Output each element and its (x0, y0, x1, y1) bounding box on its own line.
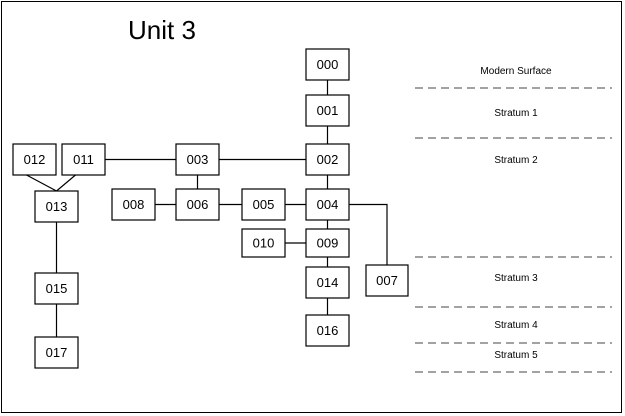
unit-box-005: 005 (241, 188, 286, 221)
unit-box-outline (305, 94, 350, 127)
connector-004-007 (349, 203, 388, 265)
stratum-label-1: Modern Surface (480, 66, 552, 77)
stratum-label-2: Stratum 1 (494, 108, 538, 119)
unit-box-003: 003 (175, 143, 220, 176)
unit-boxes: 000 001 002 003 004 005 006 007 008 009 010 011 012 0… (12, 48, 409, 369)
unit-box-outline (175, 188, 220, 221)
unit-box-001: 001 (305, 94, 350, 127)
unit-label: 000 (317, 57, 339, 72)
unit-box-outline (12, 143, 57, 176)
stratum-label-5: Stratum 4 (494, 320, 538, 331)
unit-label: 013 (46, 199, 68, 214)
unit-box-002: 002 (305, 143, 350, 176)
unit-label: 010 (253, 236, 275, 251)
stratum-label-3: Stratum 2 (494, 155, 538, 166)
unit-box-outline (365, 264, 409, 297)
unit-label: 005 (253, 197, 275, 212)
unit-box-011: 011 (61, 143, 106, 176)
unit-label: 016 (317, 323, 339, 338)
unit-box-010: 010 (241, 228, 286, 258)
unit-box-008: 008 (111, 188, 156, 221)
unit-box-016: 016 (305, 314, 350, 347)
unit-label: 014 (317, 275, 339, 290)
unit-label: 007 (376, 273, 398, 288)
unit-box-outline (61, 143, 106, 176)
unit-box-outline (305, 266, 350, 299)
unit-label: 011 (73, 152, 94, 167)
stratum-label-6: Stratum 5 (494, 350, 538, 361)
unit-box-009: 009 (305, 228, 350, 258)
unit-box-outline (175, 143, 220, 176)
unit-box-015: 015 (34, 272, 79, 305)
unit-label: 004 (317, 197, 339, 212)
connector-012-013 (26, 174, 57, 192)
unit-box-013: 013 (34, 190, 79, 223)
unit-box-outline (111, 188, 156, 221)
unit-box-012: 012 (12, 143, 57, 176)
unit-box-outline (305, 314, 350, 347)
unit-box-017: 017 (34, 336, 79, 369)
unit-box-outline (34, 190, 79, 223)
unit-box-outline (241, 188, 286, 221)
unit-box-outline (305, 188, 350, 221)
unit-box-outline (241, 228, 286, 258)
unit-box-outline (305, 143, 350, 176)
unit-label: 009 (317, 236, 339, 251)
unit-box-006: 006 (175, 188, 220, 221)
unit-label: 001 (317, 103, 339, 118)
unit-box-outline (34, 336, 79, 369)
unit-label: 003 (187, 152, 209, 167)
connector-011-013 (56, 174, 76, 192)
stratum-dividers (415, 87, 612, 373)
connector-lines (26, 80, 388, 337)
unit-box-outline (305, 228, 350, 258)
unit-label: 008 (123, 197, 145, 212)
unit-box-007: 007 (365, 264, 409, 297)
unit-box-outline (34, 272, 79, 305)
unit-box-outline (305, 48, 350, 81)
unit-box-004: 004 (305, 188, 350, 221)
stratum-label-4: Stratum 3 (494, 273, 538, 284)
diagram-title: Unit 3 (128, 15, 196, 45)
unit-label: 002 (317, 152, 339, 167)
unit-label: 015 (46, 281, 68, 296)
unit-label: 012 (24, 152, 46, 167)
unit-box-000: 000 (305, 48, 350, 81)
unit-box-014: 014 (305, 266, 350, 299)
unit-label: 017 (46, 345, 68, 360)
unit-label: 006 (187, 197, 209, 212)
